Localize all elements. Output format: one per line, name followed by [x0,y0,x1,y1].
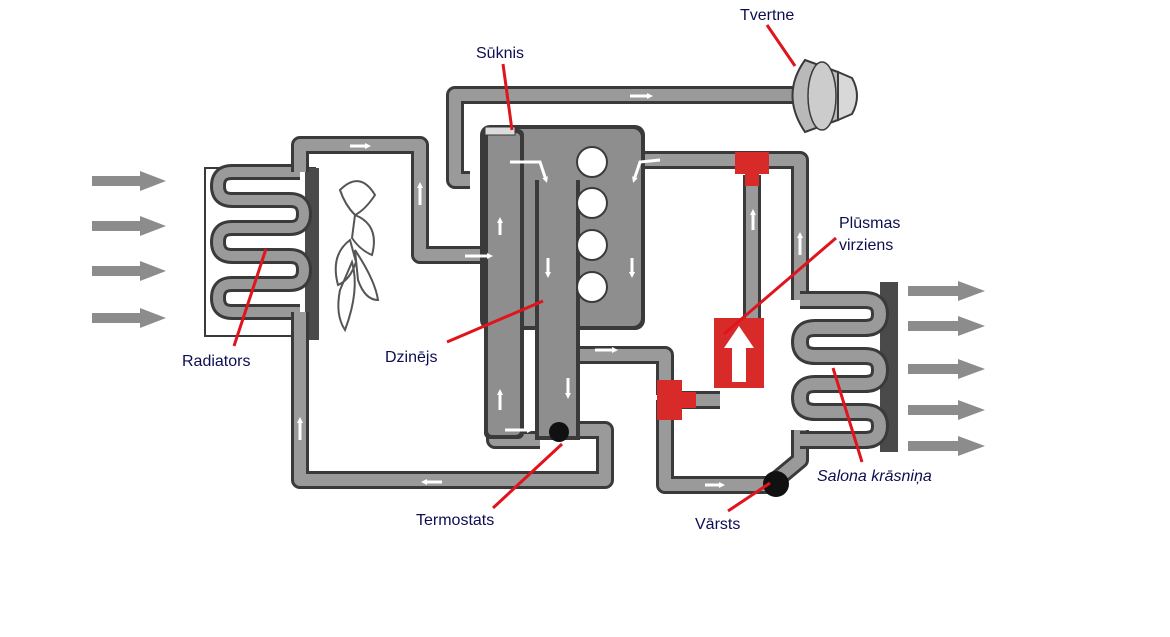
flow-direction-valve [657,152,769,420]
label-salona-krasnina: Salona krāsniņa [817,468,932,485]
airflow-out-arrows [908,281,985,456]
heater-core [791,282,898,452]
expansion-tank [791,58,858,134]
label-termostats: Termostats [416,512,494,529]
label-plusmas-line2: virziens [839,237,893,254]
label-plusmas-line1: Plūsmas [839,215,900,232]
valve-icon [763,471,789,497]
label-varsts: Vārsts [695,516,740,533]
flow-arrows [297,93,803,488]
label-suknis: Sūknis [476,45,524,62]
fan-icon [334,180,380,333]
thermostat-icon [549,422,569,442]
label-tvertne: Tvertne [740,7,794,24]
airflow-in-arrows [92,171,166,328]
leader-lines [232,24,864,513]
radiator [204,164,319,340]
engine-block [480,125,645,440]
label-dzinejs: Dzinējs [385,349,437,366]
label-radiators: Radiators [182,353,250,370]
